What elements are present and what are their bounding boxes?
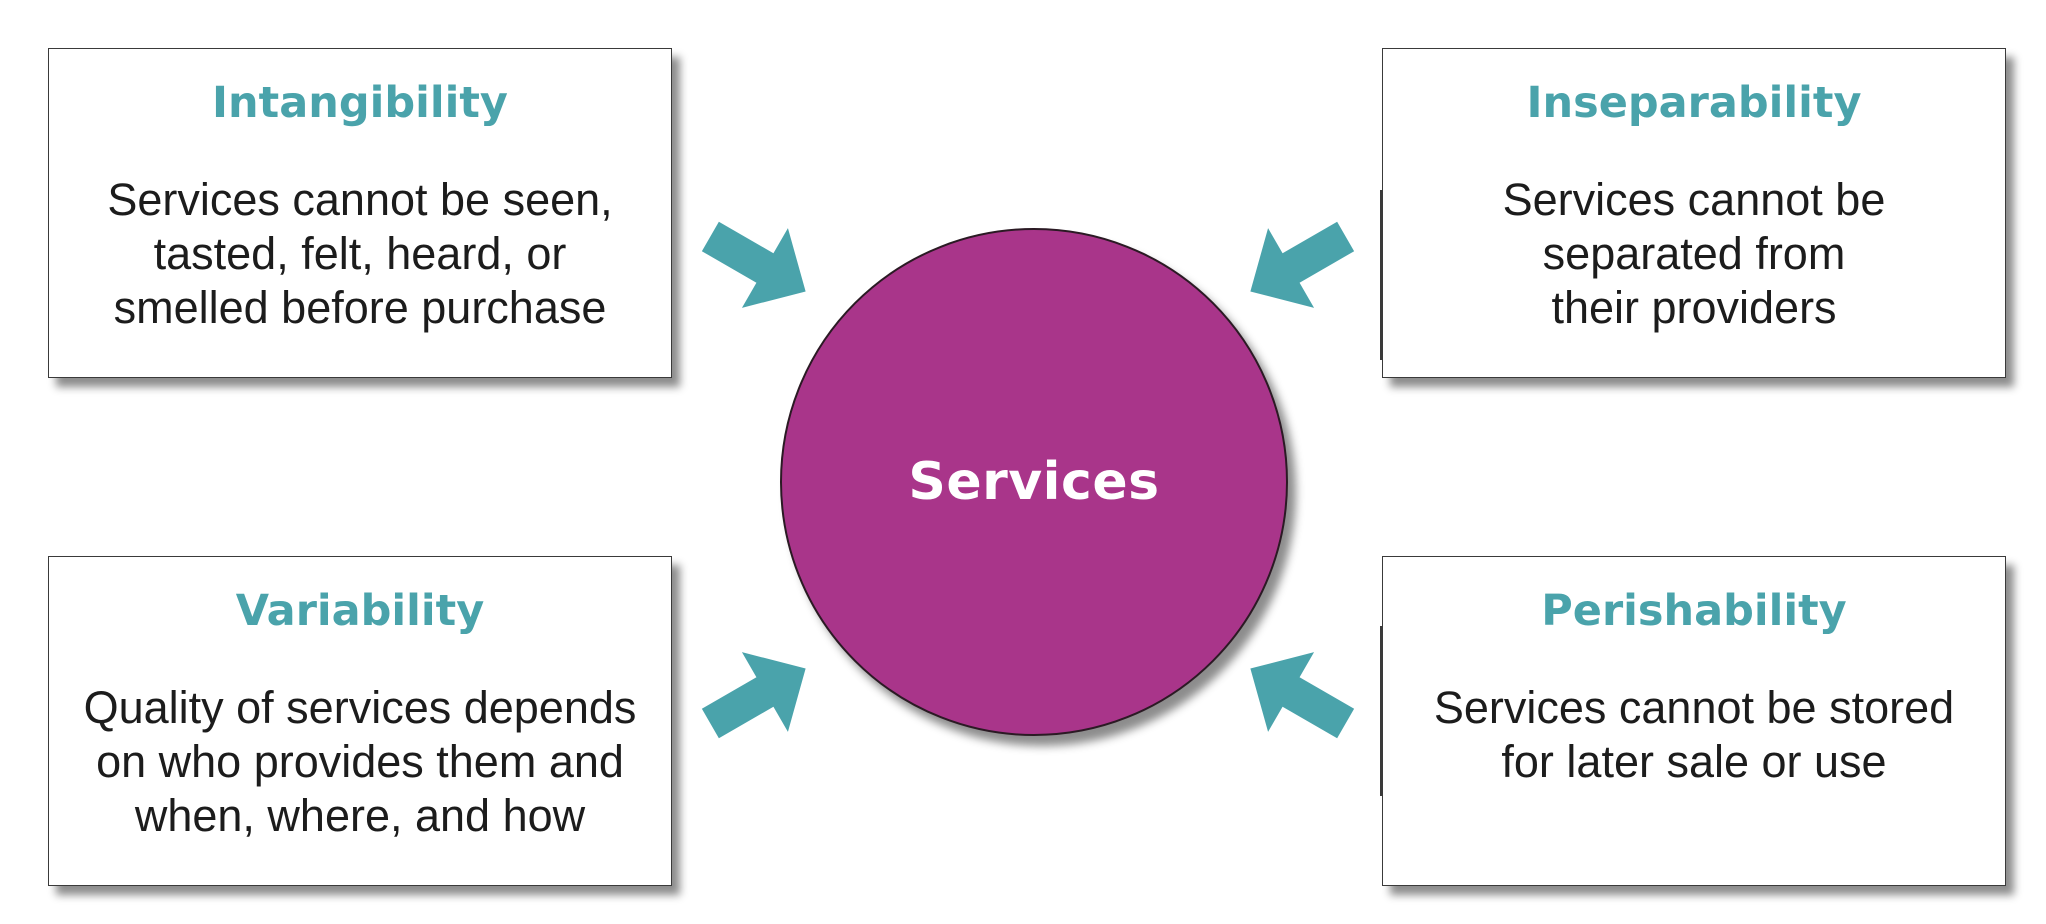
inseparability-description: Services cannot be separated from their …	[1502, 174, 1886, 333]
divider	[1380, 190, 1382, 360]
inseparability-title: Inseparability	[1526, 78, 1862, 128]
variability-title: Variability	[235, 586, 485, 636]
arrow-icon	[1227, 196, 1369, 332]
variability-box: Variability Quality of services depends …	[48, 556, 672, 886]
arrow-icon	[687, 628, 829, 764]
intangibility-title: Intangibility	[212, 78, 508, 128]
divider	[1380, 626, 1382, 796]
intangibility-description: Services cannot be seen, tasted, felt, h…	[107, 174, 613, 333]
perishability-box: Perishability Services cannot be stored …	[1382, 556, 2006, 886]
inseparability-box: Inseparability Services cannot be separa…	[1382, 48, 2006, 378]
arrow-icon	[687, 196, 829, 332]
perishability-title: Perishability	[1541, 586, 1847, 636]
intangibility-box: Intangibility Services cannot be seen, t…	[48, 48, 672, 378]
perishability-description: Services cannot be stored for later sale…	[1433, 682, 1955, 787]
variability-description: Quality of services depends on who provi…	[83, 682, 637, 841]
services-label: Services	[908, 452, 1160, 512]
services-circle: Services	[780, 228, 1288, 736]
arrow-icon	[1227, 628, 1369, 764]
